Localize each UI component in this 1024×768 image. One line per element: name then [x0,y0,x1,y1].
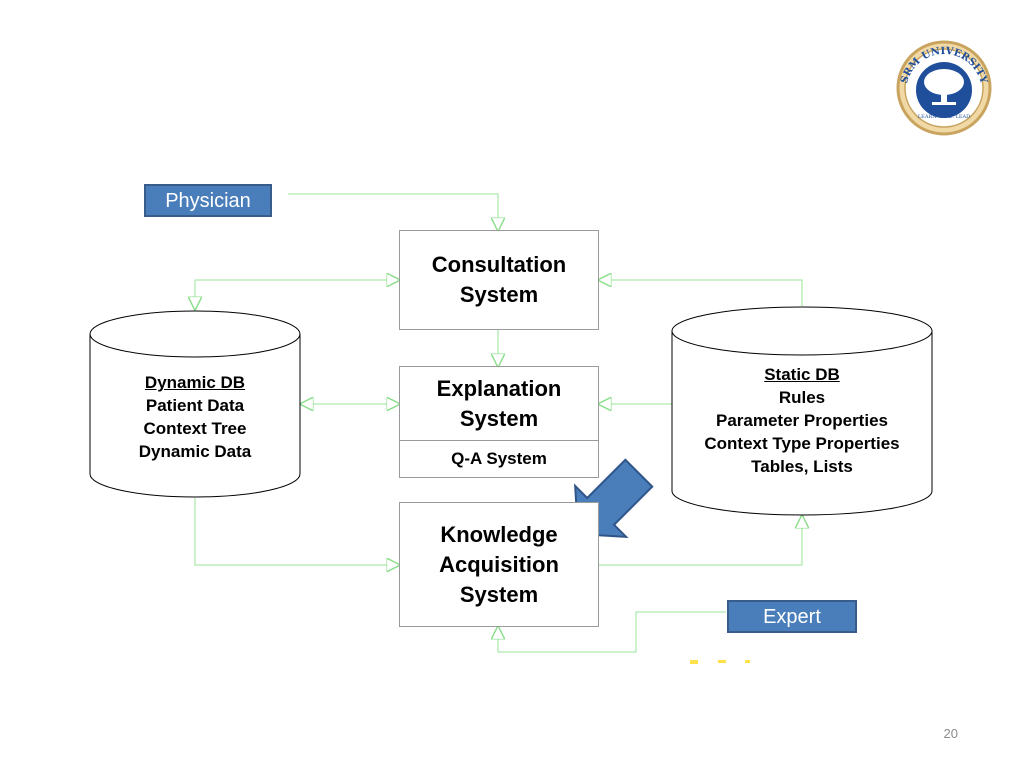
explanation-line-2: System [459,405,539,431]
page-number: 20 [943,726,958,741]
knowledge-line-1: Knowledge [440,521,558,547]
knowledge-line-3: System [459,581,539,607]
dynamic-db-cylinder [89,310,301,498]
connector-expert-knowledge [498,611,726,653]
knowledge-line-2: Acquisition [439,551,559,577]
static-db-line: Parameter Properties [716,411,888,430]
static-db-cylinder [671,306,933,516]
explanation-system-box: Explanation System [399,366,599,441]
logo-motto: LEARN. LEAP. LEAD [918,114,970,120]
dynamic-db-title: Dynamic DB [144,373,246,392]
consultation-system-box: Consultation System [399,230,599,330]
static-db-line: Rules [778,388,826,407]
physician-box: Physician [144,184,272,217]
static-db-line: Tables, Lists [751,457,853,476]
expert-label: Expert [763,605,821,628]
consultation-line-2: System [459,282,539,307]
qa-system-label: Q-A System [451,449,547,468]
dynamic-db-line: Patient Data [145,396,245,415]
dynamic-db-text: Dynamic DB Patient Data Context Tree Dyn… [90,371,300,463]
decorative-mark [718,660,726,663]
explanation-line-1: Explanation [436,375,562,401]
static-db-text: Static DB Rules Parameter Properties Con… [672,363,932,478]
consultation-line-1: Consultation [431,252,567,277]
decorative-mark [745,660,750,663]
dynamic-db-line: Dynamic Data [138,442,252,461]
connector-knowledge-staticdb [599,516,802,566]
static-db-line: Context Type Properties [704,434,900,453]
qa-system-box: Q-A System [399,440,599,478]
dynamic-db-line: Context Tree [143,419,247,438]
expert-box: Expert [727,600,857,633]
connector-staticdb-consultation [599,280,803,306]
connector-physician-consultation [288,193,498,230]
physician-label: Physician [165,189,251,212]
decorative-mark [690,660,698,664]
static-db-title: Static DB [764,365,840,384]
knowledge-acquisition-box: Knowledge Acquisition System [399,502,599,627]
connector-dynamicdb-knowledge [194,498,399,565]
university-logo: SRM UNIVERSITY LEARN. LEAP. LEAD [896,40,992,136]
connector-consultation-dynamicdb [195,280,399,309]
